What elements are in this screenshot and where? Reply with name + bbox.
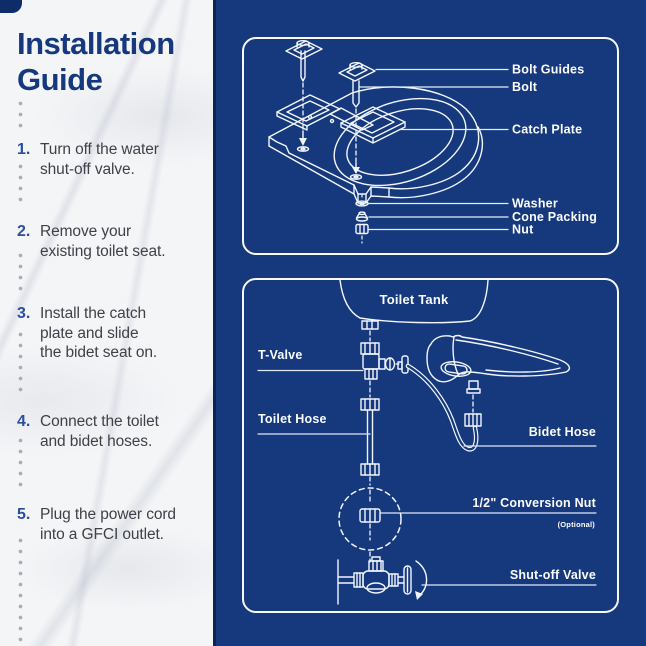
dotted-divider <box>17 163 24 208</box>
seat-exploded-diagram: Bolt Guides Bolt Catch Plate Washer Cone… <box>268 40 597 244</box>
label-toilet-hose: Toilet Hose <box>258 412 327 426</box>
hardware-stack-drawing <box>355 193 369 244</box>
dotted-divider <box>17 537 24 642</box>
t-valve-drawing <box>360 342 409 398</box>
step-2-number: 2. <box>17 223 31 240</box>
label-shut-off-valve: Shut-off Valve <box>510 568 596 582</box>
step-5: 5. Plug the power cord into a GFCI outle… <box>17 505 203 544</box>
dotted-divider <box>17 437 24 492</box>
label-optional: (Optional) <box>558 520 596 529</box>
step-1-number: 1. <box>17 141 31 158</box>
step-3-text: Install the catch plate and slide the bi… <box>40 305 158 361</box>
seat-diagram-box <box>242 37 619 255</box>
step-1: 1. Turn off the water shut-off valve. <box>17 140 203 179</box>
catch-plate-drawing <box>276 94 406 144</box>
label-cone-packing: Cone Packing <box>512 210 597 224</box>
label-bolt: Bolt <box>512 80 538 94</box>
step-4-number: 4. <box>17 413 31 430</box>
step-1-text: Turn off the water shut-off valve. <box>40 141 159 178</box>
bolt-guide-right-drawing <box>338 62 376 180</box>
step-5-number: 5. <box>17 506 31 523</box>
bolt-guide-left-drawing <box>285 40 323 152</box>
bidet-seat-drawing <box>426 334 571 427</box>
plumbing-diagram-box <box>242 278 619 613</box>
dotted-divider <box>17 252 24 292</box>
step-2: 2. Remove your existing toilet seat. <box>17 222 203 261</box>
label-washer: Washer <box>512 197 558 211</box>
step-3: 3. Install the catch plate and slide the… <box>17 304 203 363</box>
page-title: Installation Guide <box>17 26 175 97</box>
step-5-text: Plug the power cord into a GFCI outlet. <box>40 506 176 543</box>
step-2-text: Remove your existing toilet seat. <box>40 223 166 260</box>
step-4-text: Connect the toilet and bidet hoses. <box>40 413 159 450</box>
label-underlines <box>257 369 597 586</box>
left-panel: Installation Guide 1. Turn off the water… <box>0 0 213 646</box>
step-4: 4. Connect the toilet and bidet hoses. <box>17 412 203 451</box>
step-3-number: 3. <box>17 305 31 322</box>
label-bidet-hose: Bidet Hose <box>529 425 596 439</box>
label-catch-plate: Catch Plate <box>512 123 582 137</box>
plumbing-diagram: Toilet Tank T-Valve Toilet Hose Bidet Ho… <box>257 279 597 605</box>
label-conversion-nut: 1/2" Conversion Nut <box>472 496 596 510</box>
bidet-hose-drawing <box>405 363 479 452</box>
dotted-divider <box>17 331 24 395</box>
label-toilet-tank: Toilet Tank <box>380 292 449 307</box>
label-nut: Nut <box>512 223 534 237</box>
corner-accent <box>0 0 22 13</box>
label-bolt-guides: Bolt Guides <box>512 63 584 77</box>
toilet-hose-drawing <box>360 398 380 486</box>
shut-off-valve-drawing <box>337 556 428 605</box>
seat-base-drawing <box>268 86 483 204</box>
leader-lines <box>359 68 509 231</box>
conversion-nut-drawing <box>338 487 402 563</box>
label-t-valve: T-Valve <box>258 348 303 362</box>
dotted-divider <box>17 100 24 134</box>
toilet-tank-drawing <box>339 279 489 342</box>
